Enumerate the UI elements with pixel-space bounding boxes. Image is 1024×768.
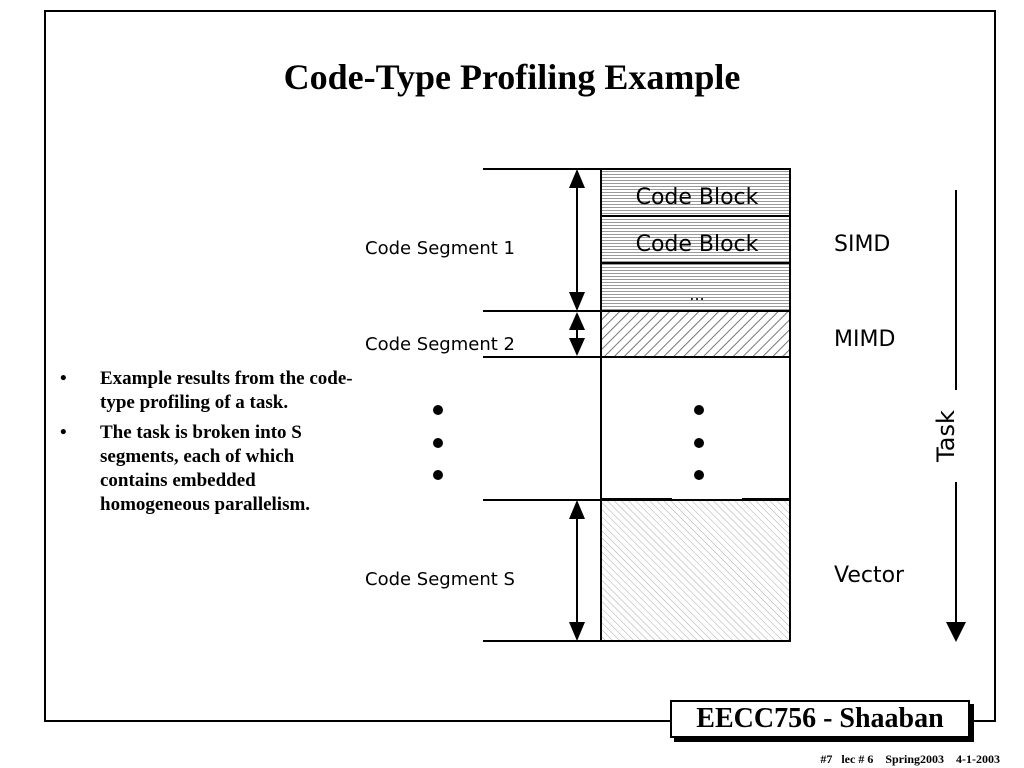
code-block-label: Code Block xyxy=(636,232,759,257)
badge-text: EECC756 - Shaaban xyxy=(670,700,970,738)
simd-block-1 xyxy=(600,168,791,217)
segment-label: Code Segment 1 xyxy=(365,238,515,259)
ellipsis-dots-center xyxy=(694,405,704,480)
bullet-text: Example results from the code-type profi… xyxy=(100,368,353,413)
segment-2-arrow xyxy=(569,312,585,356)
type-label: SIMD xyxy=(834,232,890,257)
segment-label: Code Segment S xyxy=(365,569,515,590)
type-label: Vector xyxy=(834,563,905,588)
vector-block xyxy=(600,499,791,642)
bullet-text: The task is broken into S segments, each… xyxy=(100,422,311,515)
bullet-dot: • xyxy=(60,422,67,443)
bullet-item: • Example results from the code-type prof… xyxy=(60,367,360,415)
simd-block-3 xyxy=(600,262,791,312)
mimd-block xyxy=(600,310,791,358)
slide-footer: #7 lec # 6 Spring2003 4-1-2003 xyxy=(820,752,1000,766)
bullet-item: • The task is broken into S segments, eac… xyxy=(60,421,360,517)
slide-frame xyxy=(44,10,996,722)
segment-1-arrow xyxy=(569,169,585,311)
code-block-label: Code Block xyxy=(636,185,759,210)
type-label: MIMD xyxy=(834,327,895,352)
bullet-dot: • xyxy=(60,368,67,389)
bullet-list: • Example results from the code-type prof… xyxy=(60,367,360,523)
author-badge: EECC756 - Shaaban xyxy=(670,700,974,742)
task-arrow xyxy=(946,190,966,642)
segment-label: Code Segment 2 xyxy=(365,334,515,355)
segment-s-arrow xyxy=(569,500,585,641)
simd-block-2 xyxy=(600,215,791,264)
task-axis-label: Task xyxy=(932,410,960,463)
ellipsis-dots-left xyxy=(433,405,443,480)
slide-title: Code-Type Profiling Example xyxy=(283,57,741,97)
code-block-ellipsis: ... xyxy=(689,285,704,304)
